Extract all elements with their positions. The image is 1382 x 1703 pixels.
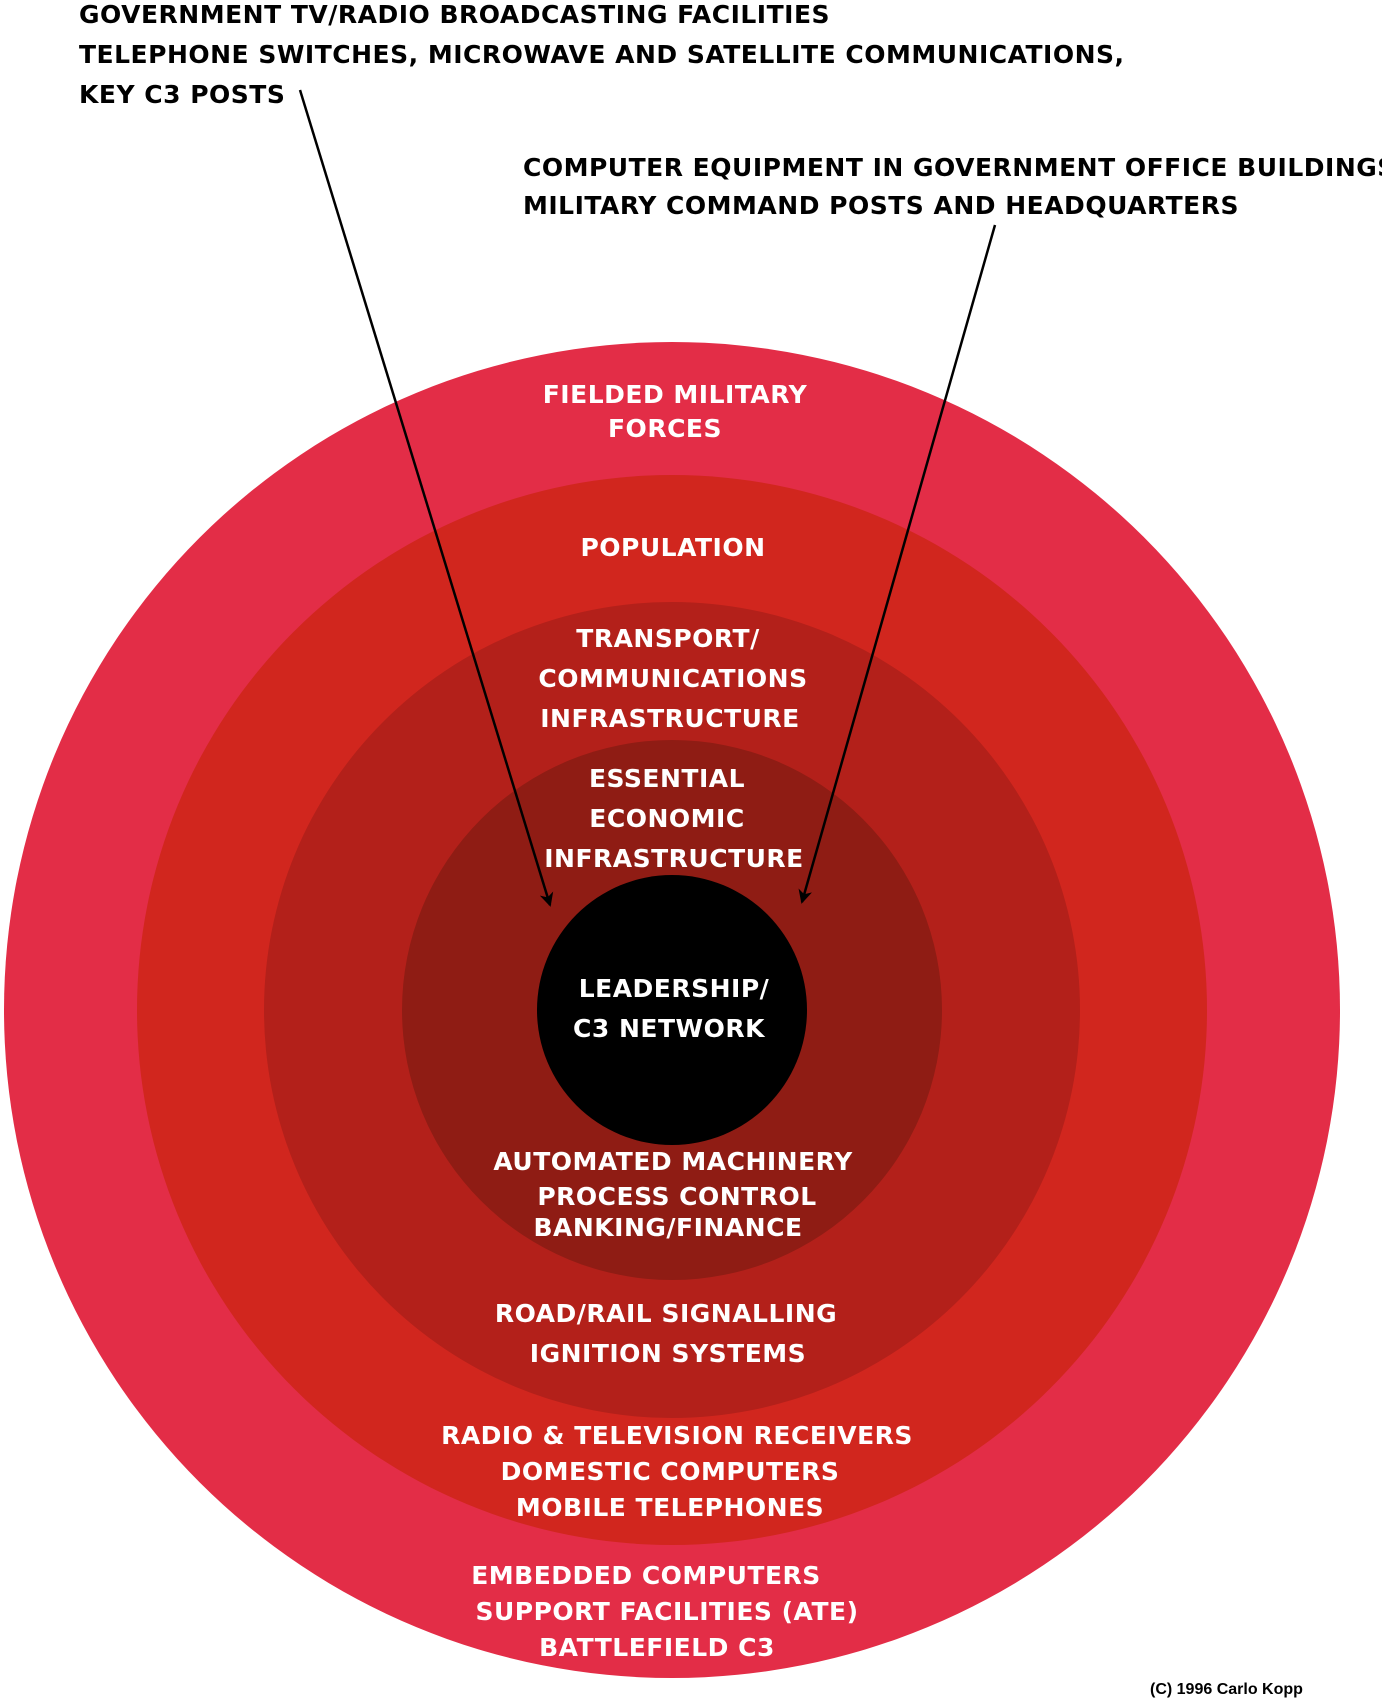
core-title-line-2: C3 NETWORK [573,1014,766,1043]
arrow-left [298,89,554,907]
core-title-line-1: LEADERSHIP/ [579,974,770,1003]
ring-title-economic-line-2: ECONOMIC [589,804,744,833]
ring-title-transport-line-1: TRANSPORT/ [576,624,760,653]
arrow-right [798,224,997,904]
fielded-item-1: EMBEDDED COMPUTERS [471,1561,821,1590]
economic-item-2: PROCESS CONTROL [537,1182,816,1211]
fielded-item-2: SUPPORT FACILITIES (ATE) [475,1597,858,1626]
fielded-item-3: BATTLEFIELD C3 [539,1633,775,1662]
annotation-right-line-2: MILITARY COMMAND POSTS AND HEADQUARTERS [523,191,1239,220]
economic-item-3: BANKING/FINANCE [533,1213,802,1242]
ring-title-transport-line-2: COMMUNICATIONS [538,664,807,693]
population-item-1: RADIO & TELEVISION RECEIVERS [441,1421,913,1450]
ring-title-economic-line-1: ESSENTIAL [589,764,745,793]
ring-title-population: POPULATION [580,533,765,562]
ring-leadership-core [537,875,807,1145]
ring-title-economic-line-3: INFRASTRUCTURE [544,844,804,873]
annotation-left-line-2: TELEPHONE SWITCHES, MICROWAVE AND SATELL… [79,40,1125,69]
ring-title-transport-line-3: INFRASTRUCTURE [540,704,800,733]
transport-item-2: IGNITION SYSTEMS [530,1339,806,1368]
ring-title-fielded-line-1: FIELDED MILITARY [543,380,808,409]
population-item-3: MOBILE TELEPHONES [516,1493,824,1522]
ring-title-fielded-line-2: FORCES [608,414,722,443]
annotation-right-line-1: COMPUTER EQUIPMENT IN GOVERNMENT OFFICE … [523,153,1382,182]
copyright-notice: (C) 1996 Carlo Kopp [1150,1681,1303,1698]
annotation-left-line-1: GOVERNMENT TV/RADIO BROADCASTING FACILIT… [79,0,830,29]
economic-item-1: AUTOMATED MACHINERY [493,1147,853,1176]
transport-item-1: ROAD/RAIL SIGNALLING [495,1299,837,1328]
population-item-2: DOMESTIC COMPUTERS [501,1457,840,1486]
annotation-left-line-3: KEY C3 POSTS [79,80,285,109]
